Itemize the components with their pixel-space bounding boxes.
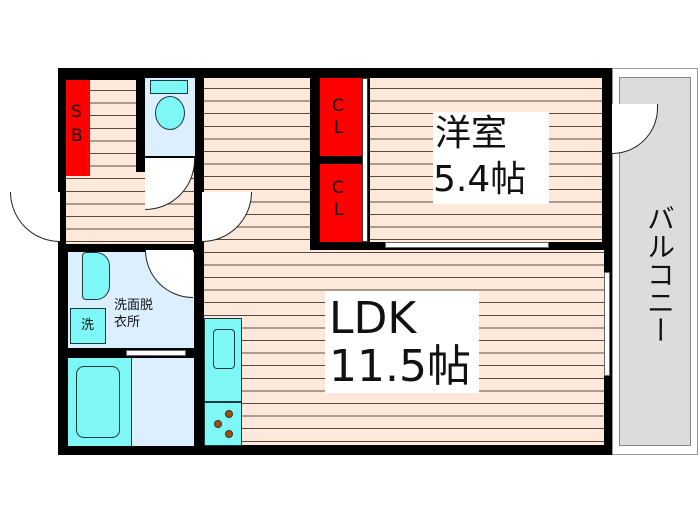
western-room-floor bbox=[370, 78, 602, 242]
balcony-label: バルコニー bbox=[643, 204, 676, 344]
entrance-door bbox=[10, 192, 60, 242]
closet-top: C L bbox=[320, 78, 362, 156]
bathroom-door bbox=[126, 350, 186, 356]
ldk-window bbox=[604, 272, 610, 376]
wash-basin-icon bbox=[82, 252, 110, 300]
closet-doors bbox=[362, 78, 368, 242]
balcony: バルコニー bbox=[612, 68, 698, 455]
kitchen-sink-counter bbox=[204, 318, 242, 402]
washing-machine-icon: 洗 bbox=[70, 308, 106, 344]
washroom-label: 洗面脱 衣所 bbox=[114, 298, 154, 330]
burner-icon bbox=[214, 420, 222, 428]
ldk-label: LDK 11.5帖 bbox=[325, 291, 479, 393]
burner-icon bbox=[225, 430, 233, 438]
western-room-label: 洋室 5.4帖 bbox=[433, 112, 549, 204]
shoe-box: S B bbox=[66, 80, 90, 176]
western-room-sliding-door bbox=[385, 242, 549, 248]
bathtub-icon bbox=[68, 358, 132, 446]
kitchen-stove bbox=[204, 402, 242, 446]
toilet-bowl-icon bbox=[155, 96, 185, 130]
burner-icon bbox=[225, 410, 233, 418]
toilet-tank bbox=[150, 80, 188, 94]
closet-bottom: C L bbox=[320, 164, 362, 242]
